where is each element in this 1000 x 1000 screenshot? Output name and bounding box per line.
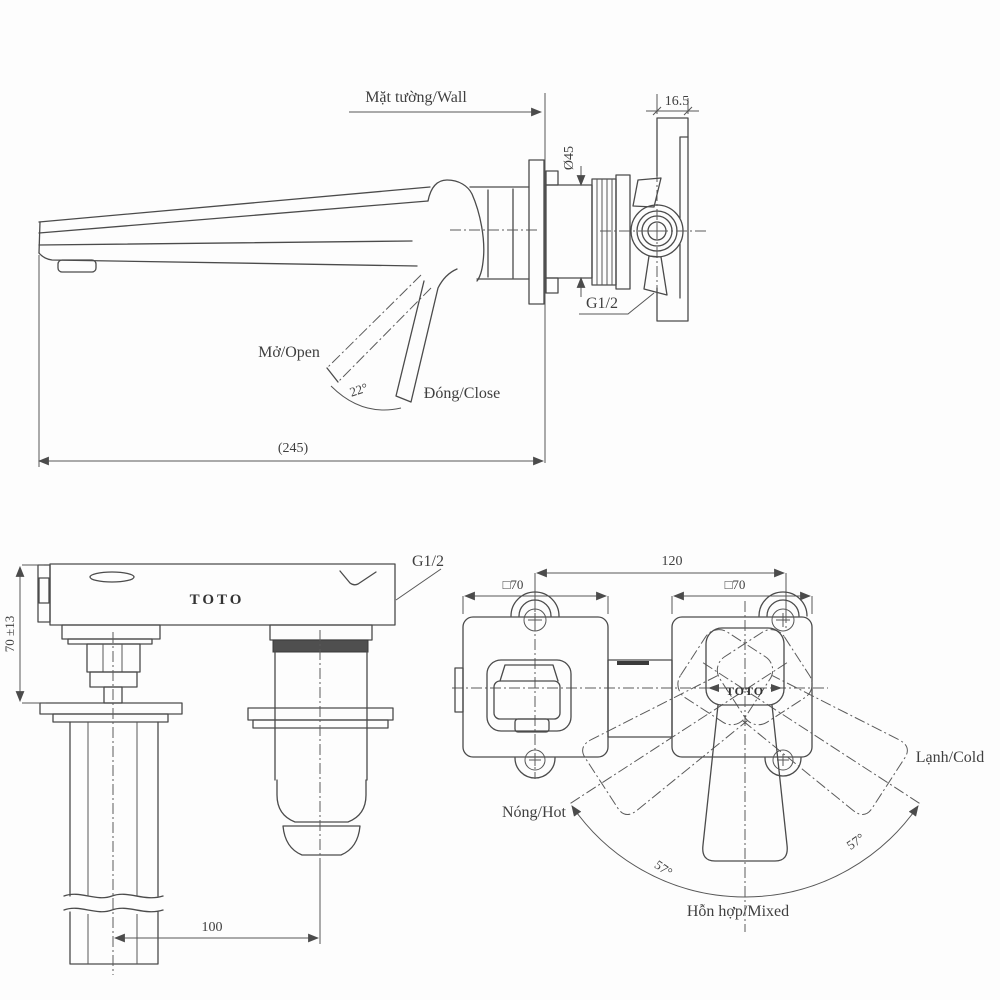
- wall-label: Mặt tường/Wall: [365, 89, 467, 106]
- toto-logo-plan: TOTO: [726, 684, 764, 698]
- dim-245: (245): [278, 441, 309, 456]
- toto-logo-front: TOTO: [190, 592, 245, 608]
- mixed-label: Hỗn hợp/Mixed: [687, 903, 789, 920]
- plan-view: 120 □70 □70: [452, 554, 984, 932]
- side-view: 16.5 Ø45 Mặt tường/Wall G1/2 Mở/Open Đón…: [37, 89, 706, 467]
- front-view: TOTO G1/2 70 ±13 100: [2, 553, 444, 975]
- open-label: Mở/Open: [258, 344, 320, 361]
- dim-70-13: 70 ±13: [2, 616, 17, 652]
- thread-label-front: G1/2: [412, 553, 444, 570]
- hot-label: Nóng/Hot: [502, 804, 567, 821]
- dim-120: 120: [662, 554, 683, 569]
- thread-label-top: G1/2: [586, 295, 618, 312]
- cold-label: Lạnh/Cold: [916, 749, 984, 766]
- close-label: Đóng/Close: [424, 385, 500, 402]
- dim-16-5: 16.5: [665, 94, 690, 109]
- angle-57-right: 57°: [844, 830, 868, 853]
- dim-square70-right: □70: [725, 577, 746, 592]
- dim-square70-left: □70: [503, 577, 524, 592]
- angle-57-left: 57°: [652, 857, 676, 880]
- angle-22-label: 22°: [348, 380, 370, 400]
- dim-100: 100: [202, 920, 223, 935]
- dim-diameter-45: Ø45: [562, 146, 577, 170]
